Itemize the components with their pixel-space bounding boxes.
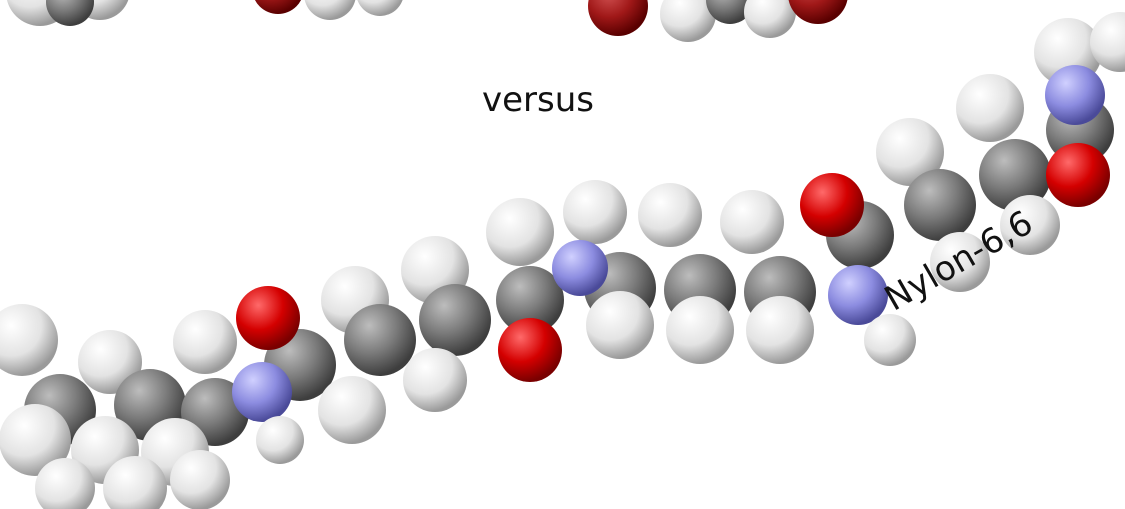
hydrogen-atom [256, 416, 304, 464]
hydrogen-atom [930, 232, 990, 292]
nitrogen-atom [552, 240, 608, 296]
hydrogen-atom [0, 404, 71, 476]
oxygen-atom [588, 0, 648, 36]
carbon-atom [46, 0, 94, 26]
carbon-atom [419, 284, 491, 356]
nitrogen-atom [232, 362, 292, 422]
hydrogen-atom [304, 0, 356, 20]
hydrogen-atom [638, 183, 702, 247]
hydrogen-atom [956, 74, 1024, 142]
oxygen-atom [254, 0, 302, 14]
hydrogen-atom [78, 330, 142, 394]
upper-molecule-fragment [6, 0, 848, 42]
nitrogen-atom [828, 265, 888, 325]
hydrogen-atom [746, 296, 814, 364]
hydrogen-atom [1090, 12, 1125, 72]
nylon-chain [0, 12, 1125, 509]
hydrogen-atom [403, 348, 467, 412]
hydrogen-atom [173, 310, 237, 374]
oxygen-atom [498, 318, 562, 382]
hydrogen-atom [35, 458, 95, 509]
hydrogen-atom [864, 314, 916, 366]
oxygen-atom [788, 0, 848, 24]
hydrogen-atom [318, 376, 386, 444]
hydrogen-atom [486, 198, 554, 266]
hydrogen-atom [720, 190, 784, 254]
nitrogen-atom [1045, 65, 1105, 125]
oxygen-atom [800, 173, 864, 237]
versus-label: versus [482, 80, 594, 120]
hydrogen-atom [586, 291, 654, 359]
carbon-atom [344, 304, 416, 376]
hydrogen-atom [103, 456, 167, 509]
carbon-atom [904, 169, 976, 241]
carbon-atom [979, 139, 1051, 211]
oxygen-atom [1046, 143, 1110, 207]
carbon-atom [706, 0, 754, 24]
hydrogen-atom [744, 0, 796, 38]
hydrogen-atom [357, 0, 403, 16]
hydrogen-atom [876, 118, 944, 186]
carbon-atom [496, 266, 564, 334]
hydrogen-atom [666, 296, 734, 364]
hydrogen-atom [563, 180, 627, 244]
oxygen-atom [236, 286, 300, 350]
hydrogen-atom [170, 450, 230, 509]
hydrogen-atom [0, 304, 58, 376]
hydrogen-atom [1000, 195, 1060, 255]
hydrogen-atom [660, 0, 716, 42]
